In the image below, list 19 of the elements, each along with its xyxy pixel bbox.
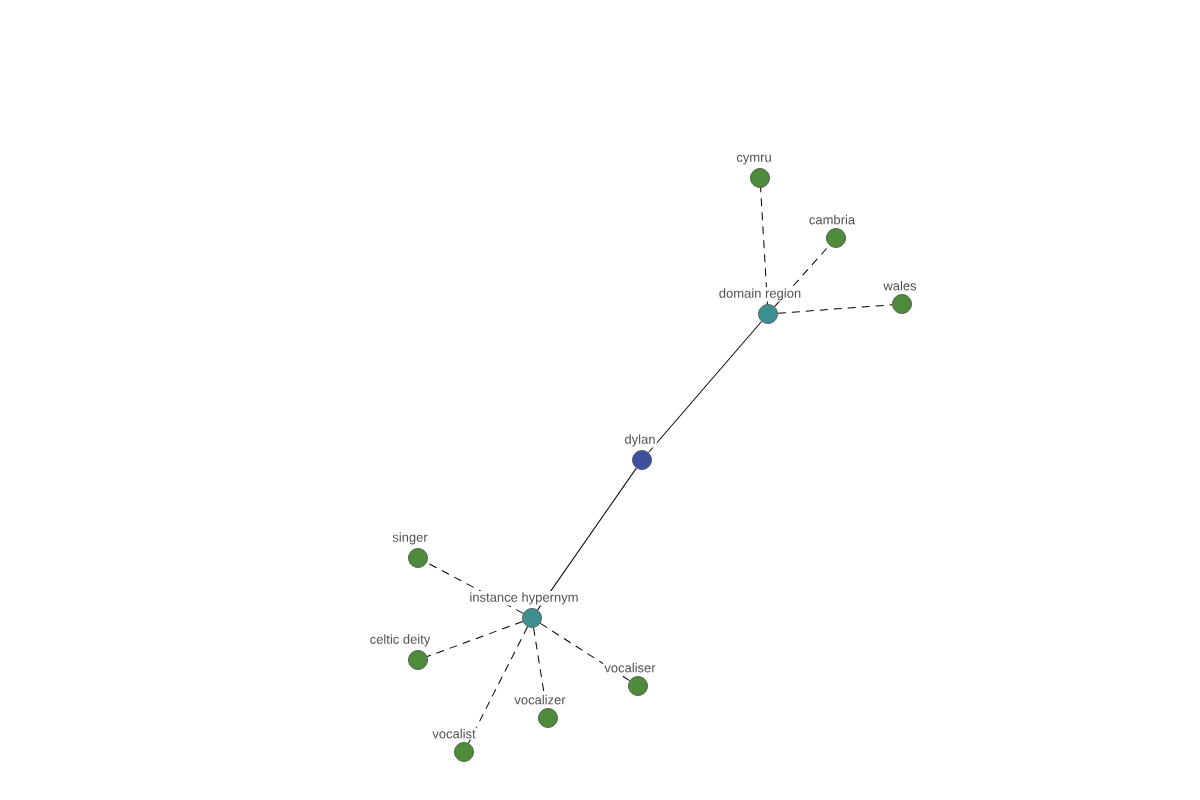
node-dot	[408, 548, 428, 568]
node-dot	[892, 294, 912, 314]
connector-line	[426, 620, 524, 658]
connector-line	[468, 626, 528, 744]
connector-line	[648, 321, 763, 453]
node-dot	[758, 304, 778, 324]
node-dot	[408, 650, 428, 670]
connector-line	[777, 304, 893, 314]
connector-line	[539, 622, 631, 682]
node-dot	[538, 708, 558, 728]
node-dot	[826, 228, 846, 248]
connector-line	[537, 467, 637, 611]
node-dot	[522, 608, 542, 628]
node-dot	[454, 742, 474, 762]
node-dot	[750, 168, 770, 188]
connector-line	[760, 187, 768, 305]
connector-line	[774, 244, 830, 308]
node-dot	[632, 450, 652, 470]
node-dot	[628, 676, 648, 696]
